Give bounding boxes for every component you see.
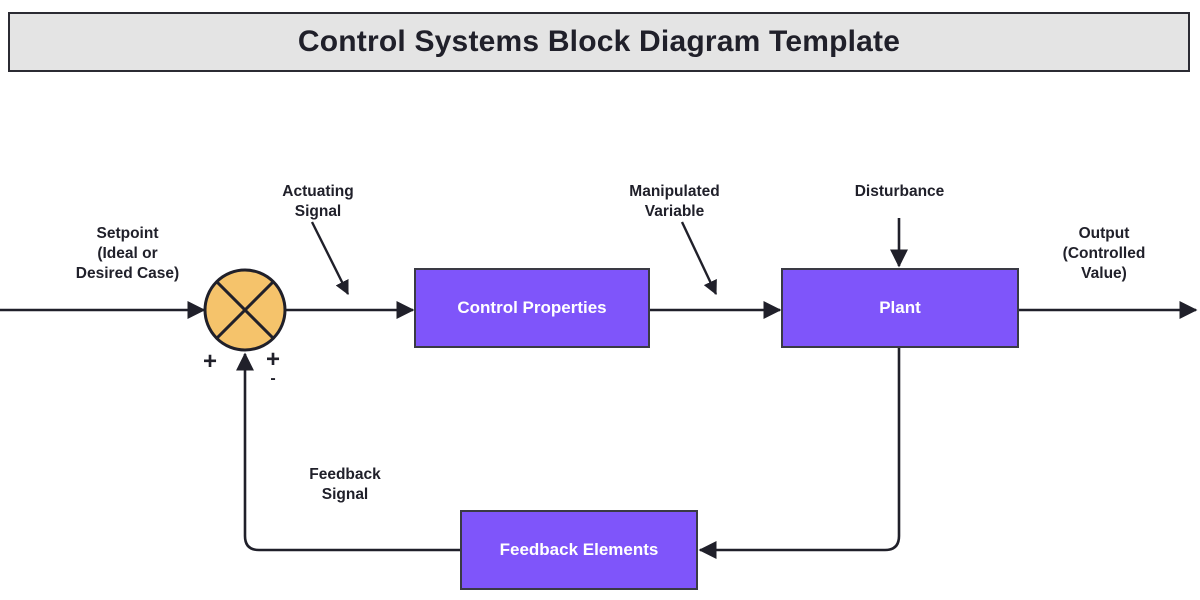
label-output: Output (Controlled Value)	[1062, 225, 1146, 282]
block-plant[interactable]: Plant	[781, 268, 1019, 348]
signal-feedback-to-junction	[235, 352, 460, 552]
label-disturbance: Disturbance	[854, 183, 945, 200]
label-feedback-signal: Feedback Signal	[309, 466, 381, 503]
block-feedback-elements-label: Feedback Elements	[499, 540, 659, 559]
pointer-manipulated-variable	[680, 221, 718, 296]
junction-sign-right-minus: -	[270, 370, 276, 387]
label-manipulated-variable: Manipulated Variable	[629, 183, 720, 220]
block-feedback-elements[interactable]: Feedback Elements	[460, 510, 698, 590]
block-control-properties-label: Control Properties	[457, 298, 607, 317]
page-title-banner: Control Systems Block Diagram Template	[8, 12, 1190, 72]
block-plant-label: Plant	[879, 298, 921, 317]
signal-plant-to-feedback	[698, 348, 901, 560]
pointer-actuating-signal	[310, 221, 350, 296]
block-control-properties[interactable]: Control Properties	[414, 268, 650, 348]
junction-sign-left: +	[202, 348, 217, 375]
label-actuating-signal: Actuating Signal	[282, 183, 354, 220]
junction-sign-right-plus: +	[265, 346, 280, 373]
junction-sign-right: + -	[258, 346, 288, 387]
label-setpoint: Setpoint (Ideal or Desired Case)	[75, 225, 180, 282]
summing-junction[interactable]	[203, 268, 287, 352]
page-title: Control Systems Block Diagram Template	[297, 25, 901, 58]
summing-junction-cross-icon	[215, 280, 275, 340]
